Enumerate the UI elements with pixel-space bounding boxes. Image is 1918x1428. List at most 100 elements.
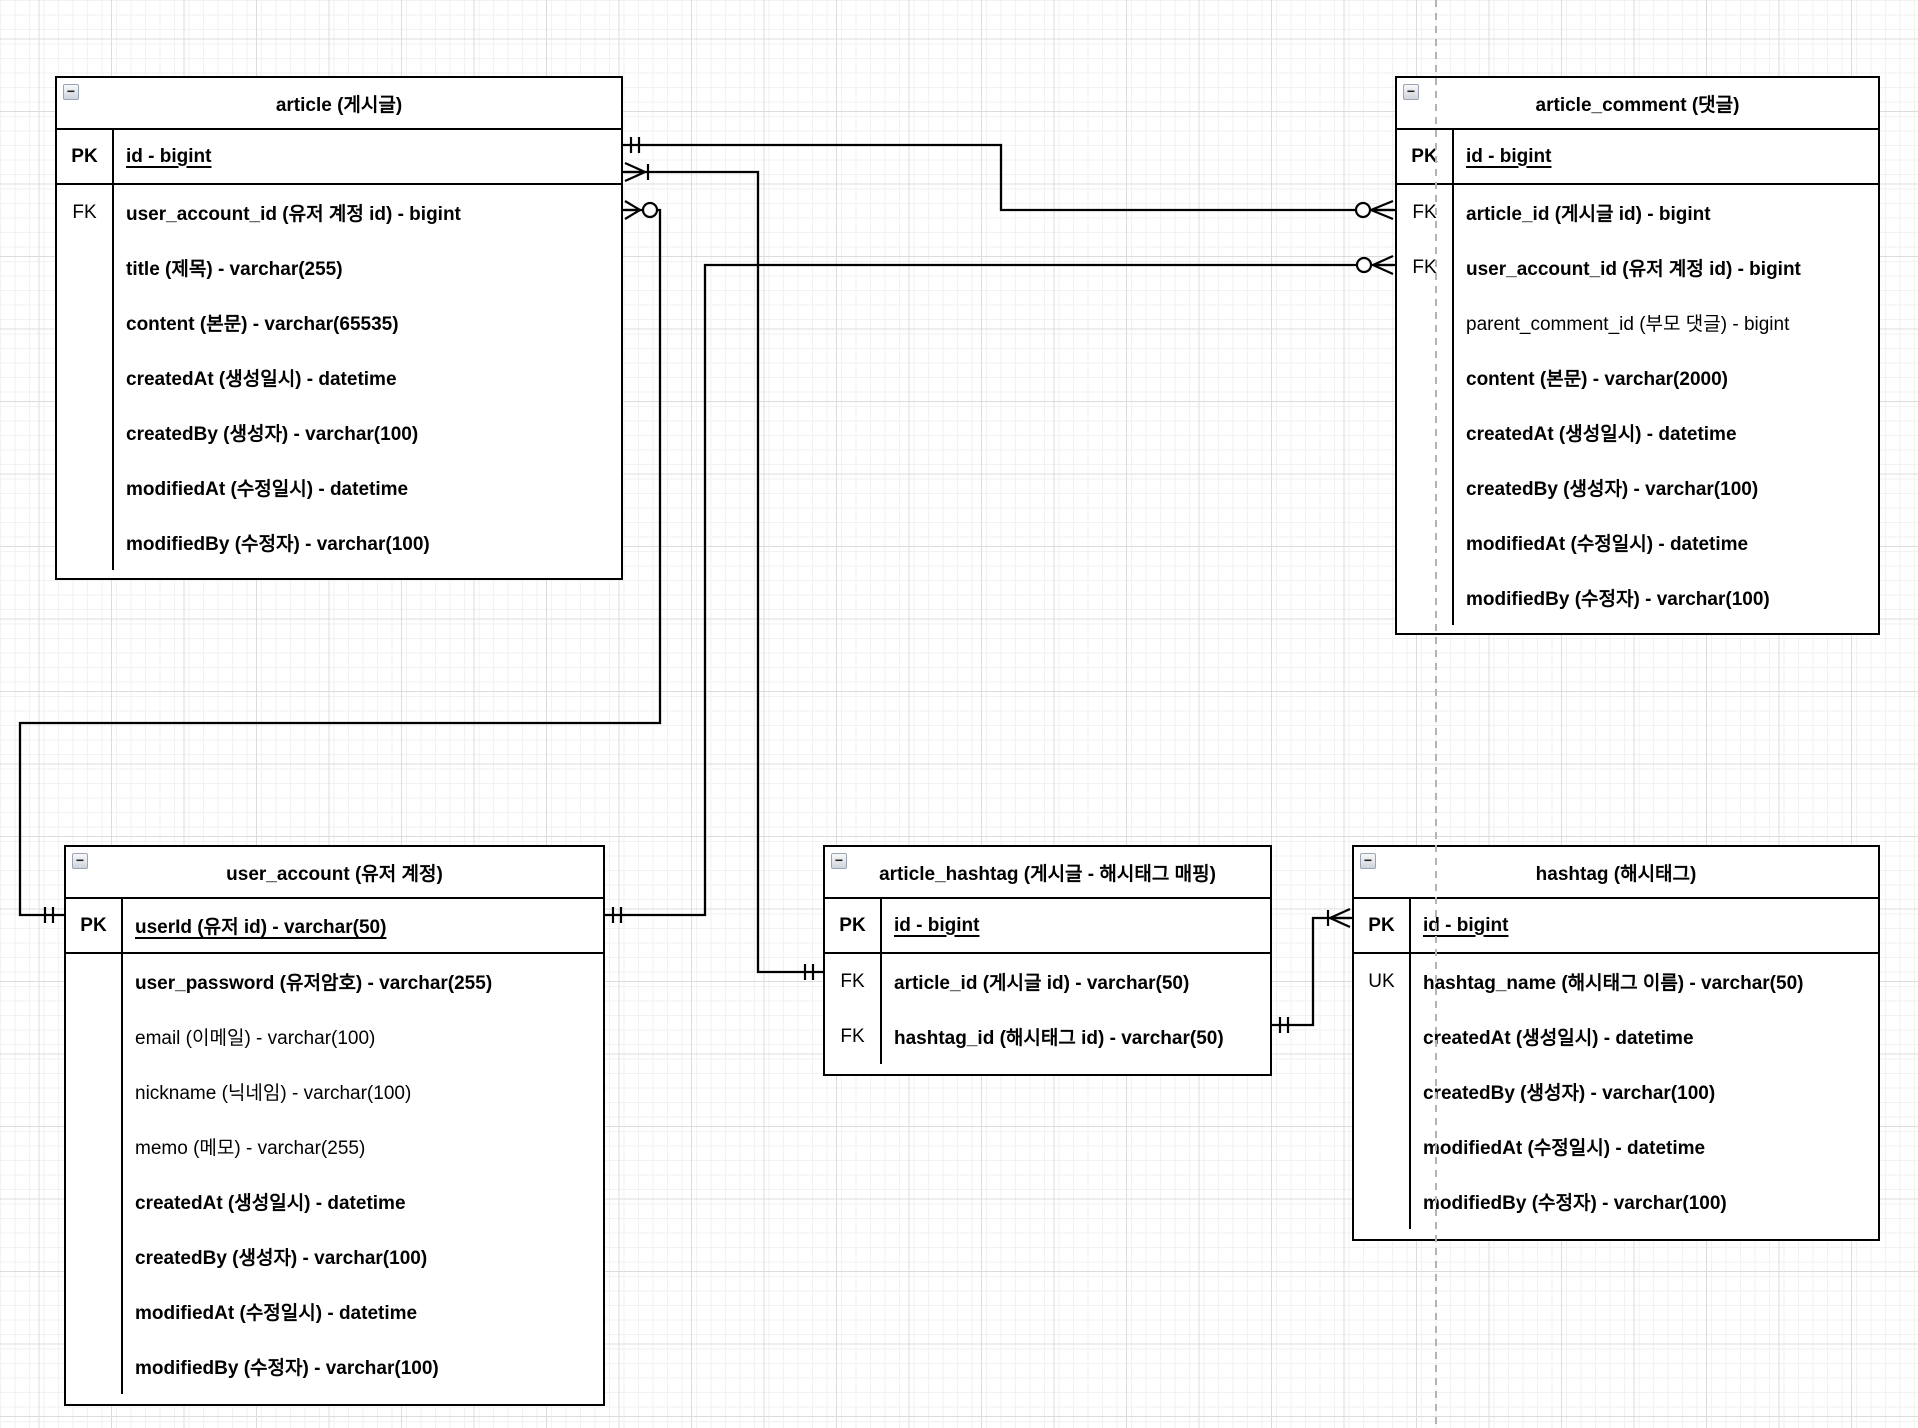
table-row[interactable]: memo (메모) - varchar(255) <box>66 1119 603 1174</box>
table-title[interactable]: article_comment (댓글) <box>1397 78 1878 130</box>
table-row[interactable]: email (이메일) - varchar(100) <box>66 1009 603 1064</box>
collapse-icon[interactable]: − <box>1403 84 1419 100</box>
row-key: PK <box>71 145 98 167</box>
edge-article-to-user-account[interactable] <box>18 200 662 923</box>
row-text: nickname (닉네임) - varchar(100) <box>135 1083 412 1104</box>
row-key: FK <box>840 970 865 992</box>
collapse-icon[interactable]: − <box>63 84 79 100</box>
edge-article-to-article-comment[interactable] <box>623 137 1395 221</box>
table-row[interactable]: modifiedBy (수정자) - varchar(100) <box>1354 1174 1878 1229</box>
row-text: userId (유저 id) - varchar(50) <box>135 917 387 938</box>
table-row[interactable]: createdAt (생성일시) - datetime <box>1397 405 1878 460</box>
row-text: id - bigint <box>894 914 980 936</box>
table-row[interactable]: createdAt (생성일시) - datetime <box>1354 1009 1878 1064</box>
key-column-divider <box>121 899 123 1394</box>
table-row[interactable]: content (본문) - varchar(2000) <box>1397 350 1878 405</box>
key-column-divider <box>880 899 882 1064</box>
table-row[interactable]: createdBy (생성자) - varchar(100) <box>57 405 621 460</box>
crowfoot-tick-marker <box>1326 907 1351 929</box>
collapse-icon[interactable]: − <box>1360 853 1376 869</box>
edge-article-hashtag-to-hashtag[interactable] <box>1272 907 1352 1033</box>
table-row[interactable]: createdAt (생성일시) - datetime <box>57 350 621 405</box>
exactly-one-marker <box>611 907 623 923</box>
row-text: title (제목) - varchar(255) <box>126 259 343 280</box>
table-row[interactable]: user_password (유저암호) - varchar(255) <box>66 954 603 1009</box>
row-key: FK <box>72 201 97 223</box>
row-key: FK <box>840 1025 865 1047</box>
table-row[interactable]: modifiedBy (수정자) - varchar(100) <box>1397 570 1878 625</box>
row-text: id - bigint <box>1466 145 1552 167</box>
table-row[interactable]: modifiedBy (수정자) - varchar(100) <box>57 515 621 570</box>
table-title[interactable]: user_account (유저 계정) <box>66 847 603 899</box>
row-text: hashtag_name (해시태그 이름) - varchar(50) <box>1423 973 1804 994</box>
crowfoot-tick-marker <box>624 161 650 183</box>
table-row[interactable]: PK userId (유저 id) - varchar(50) <box>66 899 603 954</box>
table-title[interactable]: article_hashtag (게시글 - 해시태그 매핑) <box>825 847 1270 899</box>
table-row[interactable]: createdAt (생성일시) - datetime <box>66 1174 603 1229</box>
collapse-icon[interactable]: − <box>72 853 88 869</box>
edge-article-comment-to-user-account[interactable] <box>605 254 1395 923</box>
table-row[interactable]: modifiedAt (수정일시) - datetime <box>1354 1119 1878 1174</box>
exactly-one-marker <box>803 964 815 980</box>
row-text: content (본문) - varchar(2000) <box>1466 369 1728 390</box>
table-row[interactable]: modifiedAt (수정일시) - datetime <box>66 1284 603 1339</box>
key-column-divider <box>112 130 114 570</box>
row-text: createdBy (생성자) - varchar(100) <box>126 424 419 445</box>
table-row[interactable]: PK id - bigint <box>1397 130 1878 185</box>
zero-or-many-marker <box>1354 199 1394 221</box>
row-key: UK <box>1368 970 1395 992</box>
row-text: modifiedBy (수정자) - varchar(100) <box>126 534 430 555</box>
row-text: modifiedAt (수정일시) - datetime <box>135 1303 418 1324</box>
row-key: PK <box>1411 145 1438 167</box>
table-row[interactable]: content (본문) - varchar(65535) <box>57 295 621 350</box>
table-article-hashtag[interactable]: − article_hashtag (게시글 - 해시태그 매핑) PK id -… <box>823 845 1272 1076</box>
row-key: PK <box>1368 914 1395 936</box>
table-row[interactable]: parent_comment_id (부모 댓글) - bigint <box>1397 295 1878 350</box>
exactly-one-marker <box>1278 1017 1290 1033</box>
table-row[interactable]: FK user_account_id (유저 계정 id) - bigint <box>57 185 621 240</box>
table-row[interactable]: createdBy (생성자) - varchar(100) <box>1354 1064 1878 1119</box>
edge-article-to-article-hashtag[interactable] <box>623 161 823 980</box>
row-text: memo (메모) - varchar(255) <box>135 1138 366 1159</box>
row-key: PK <box>839 914 866 936</box>
row-text: article_id (게시글 id) - bigint <box>1466 204 1711 225</box>
row-text: modifiedBy (수정자) - varchar(100) <box>135 1358 439 1379</box>
key-column-divider <box>1409 899 1411 1229</box>
row-text: modifiedAt (수정일시) - datetime <box>1423 1138 1706 1159</box>
table-row[interactable]: modifiedAt (수정일시) - datetime <box>1397 515 1878 570</box>
collapse-icon[interactable]: − <box>831 853 847 869</box>
table-title[interactable]: hashtag (해시태그) <box>1354 847 1878 899</box>
table-row[interactable]: createdBy (생성자) - varchar(100) <box>66 1229 603 1284</box>
row-text: content (본문) - varchar(65535) <box>126 314 399 335</box>
table-row[interactable]: nickname (닉네임) - varchar(100) <box>66 1064 603 1119</box>
table-row[interactable]: PK id - bigint <box>825 899 1270 954</box>
table-row[interactable]: modifiedAt (수정일시) - datetime <box>57 460 621 515</box>
table-title[interactable]: article (게시글) <box>57 78 621 130</box>
table-row[interactable]: title (제목) - varchar(255) <box>57 240 621 295</box>
table-row[interactable]: UK hashtag_name (해시태그 이름) - varchar(50) <box>1354 954 1878 1009</box>
row-text: createdBy (생성자) - varchar(100) <box>1423 1083 1716 1104</box>
key-column-divider <box>1452 130 1454 625</box>
table-row[interactable]: modifiedBy (수정자) - varchar(100) <box>66 1339 603 1394</box>
row-text: user_password (유저암호) - varchar(255) <box>135 973 493 994</box>
row-text: createdBy (생성자) - varchar(100) <box>1466 479 1759 500</box>
row-text: modifiedBy (수정자) - varchar(100) <box>1466 589 1770 610</box>
exactly-one-marker <box>43 907 55 923</box>
row-text: createdAt (생성일시) - datetime <box>1466 424 1737 445</box>
row-text: user_account_id (유저 계정 id) - bigint <box>126 204 461 225</box>
table-user-account[interactable]: − user_account (유저 계정) PK userId (유저 id) … <box>64 845 605 1406</box>
row-text: createdAt (생성일시) - datetime <box>126 369 397 390</box>
row-text: createdAt (생성일시) - datetime <box>135 1193 406 1214</box>
table-row[interactable]: createdBy (생성자) - varchar(100) <box>1397 460 1878 515</box>
row-key: PK <box>80 914 107 936</box>
